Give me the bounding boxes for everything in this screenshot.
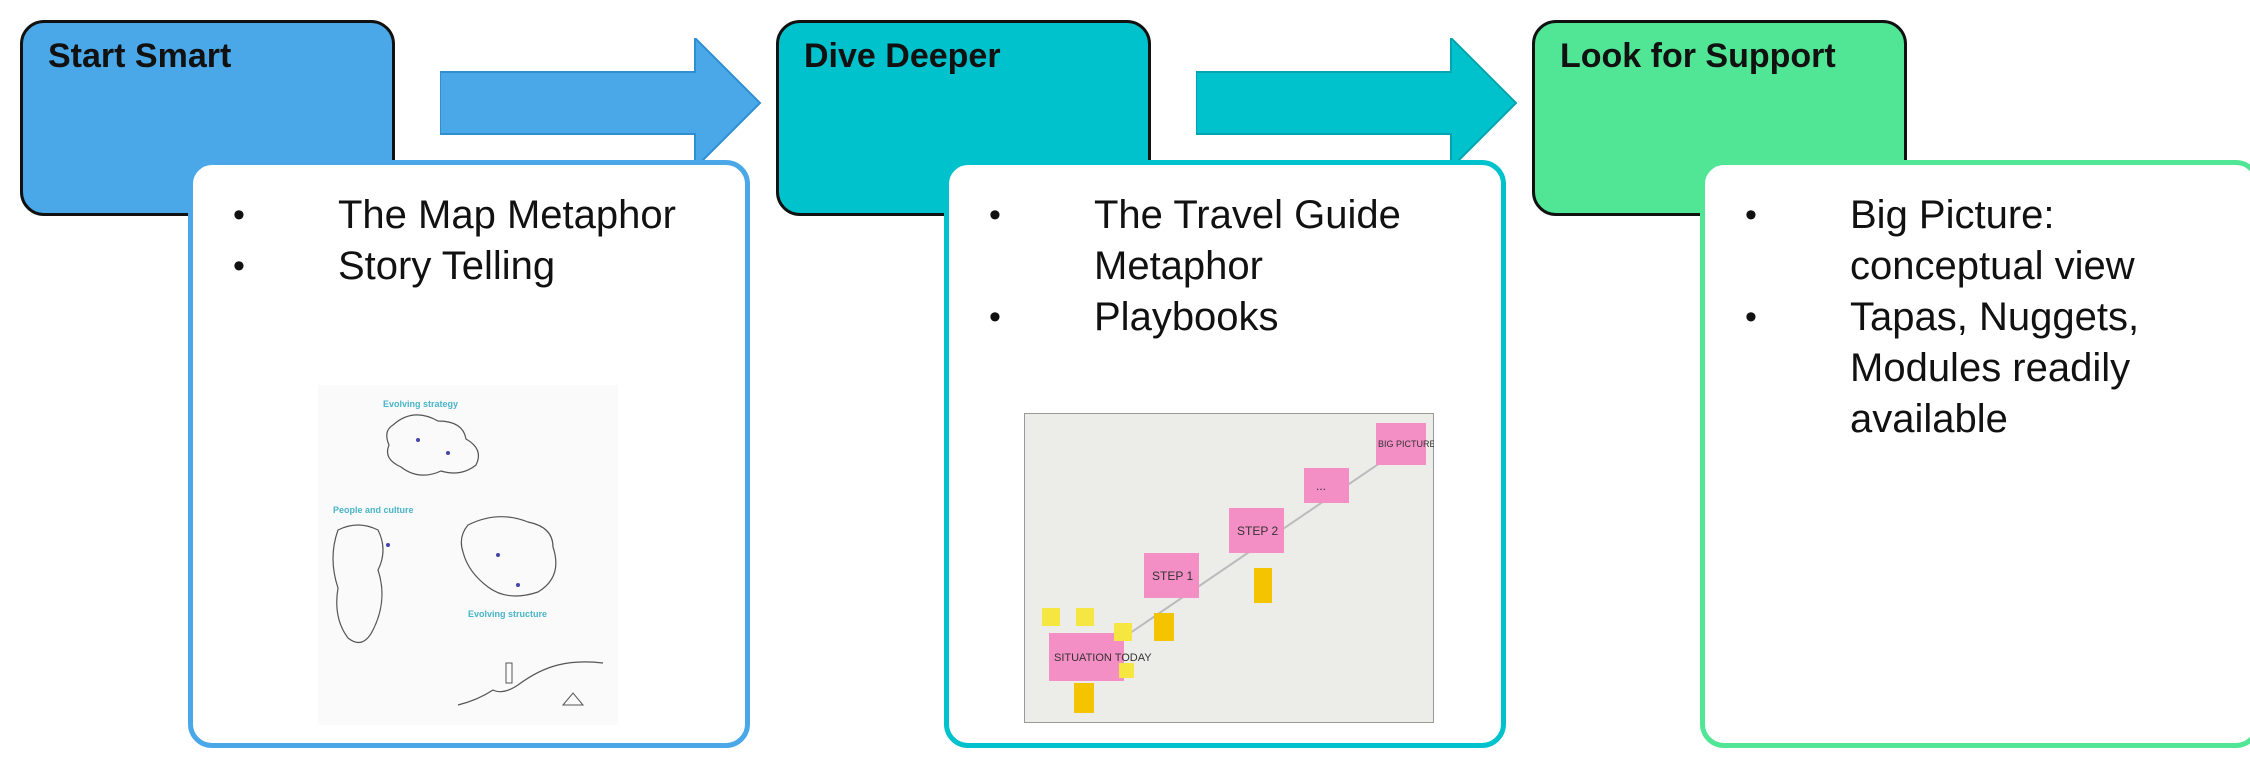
bullet-list: The Map Metaphor Story Telling (233, 190, 735, 292)
map-label: People and culture (333, 505, 414, 515)
sticky-note (1144, 553, 1199, 598)
phase-dive-deeper-content: The Travel Guide Metaphor Playbooks SITU… (944, 160, 1506, 748)
phase-title: Dive Deeper (804, 37, 1001, 75)
sticky-note-label: SITUATION TODAY (1054, 652, 1152, 664)
map-label: Evolving strategy (383, 399, 458, 409)
list-item: The Travel Guide Metaphor (989, 190, 1491, 292)
list-item: Playbooks (989, 292, 1491, 343)
phase-title: Look for Support (1560, 37, 1836, 75)
sticky-note-label: STEP 2 (1237, 524, 1278, 538)
sticky-note (1229, 508, 1284, 553)
map-illustration: Evolving strategy People and culture Evo… (318, 385, 618, 725)
list-item: Tapas, Nuggets, Modules readily availabl… (1745, 292, 2245, 445)
playbook-photo: SITUATION TODAY STEP 1 STEP 2 ... BIG PI… (1024, 413, 1434, 723)
sticky-note (1304, 468, 1349, 503)
phase-start-smart-content: The Map Metaphor Story Telling Evolving … (188, 160, 750, 748)
right-arrow-icon (440, 38, 762, 168)
map-label: Evolving structure (468, 609, 547, 619)
phase-title: Start Smart (48, 37, 232, 75)
bullet-list: Big Picture: conceptual view Tapas, Nugg… (1745, 190, 2245, 445)
sticky-note (1049, 633, 1124, 681)
sticky-note-label: BIG PICTURE (1378, 439, 1434, 449)
bullet-list: The Travel Guide Metaphor Playbooks (989, 190, 1491, 343)
list-item: Big Picture: conceptual view (1745, 190, 2245, 292)
phase-look-for-support-content: Big Picture: conceptual view Tapas, Nugg… (1700, 160, 2250, 748)
sticky-note (1376, 423, 1426, 465)
list-item: The Map Metaphor (233, 190, 735, 241)
right-arrow-icon (1196, 38, 1518, 168)
list-item: Story Telling (233, 241, 735, 292)
sticky-note-label: STEP 1 (1152, 569, 1193, 583)
sticky-note-label: ... (1316, 479, 1326, 493)
